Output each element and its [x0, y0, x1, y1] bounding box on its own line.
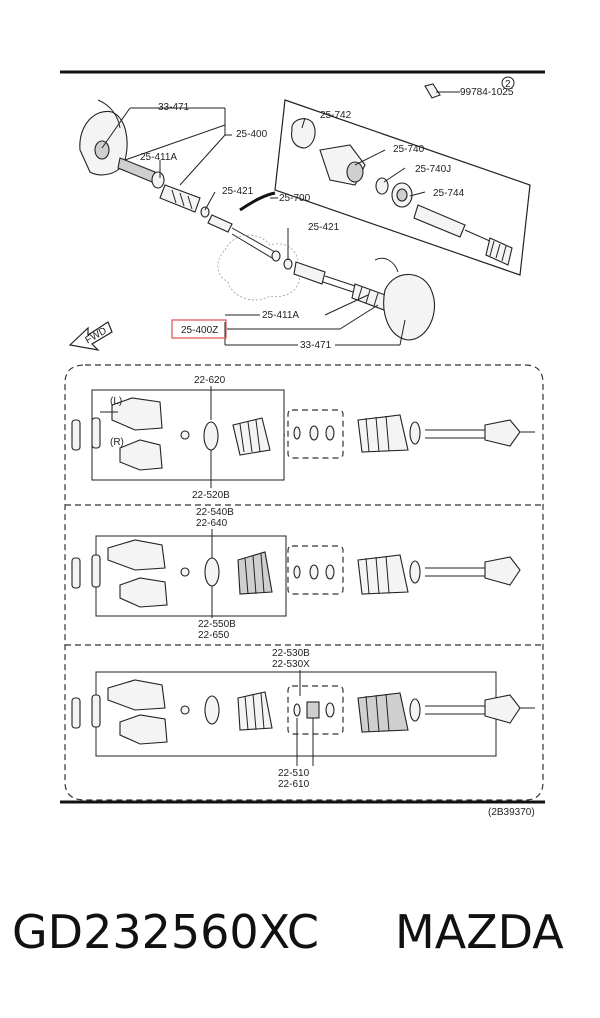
panel-2: 22-540B 22-640 22-550B 22-650	[71, 507, 521, 641]
panel3-top-callout-1: 22-530B	[272, 648, 310, 659]
right-hub	[374, 257, 436, 341]
panel1-l-label: (L)	[110, 396, 122, 407]
left-hub	[79, 99, 128, 176]
callout-33-471-top: 33-471	[158, 102, 190, 113]
callout-labels: 33-471 25-400 25-411A 25-421 25-421 25-7…	[140, 76, 515, 351]
callout-25-742: 25-742	[320, 110, 352, 121]
left-axle-shaft	[117, 157, 281, 262]
transaxle-outline	[217, 234, 301, 301]
callout-25-740: 25-740	[393, 144, 425, 155]
callout-25-400z: 25-400Z	[181, 325, 218, 336]
callout-25-400: 25-400	[236, 129, 268, 140]
variant-frame	[64, 364, 544, 801]
panel-1: (L) (R) 22-620 22-520B	[71, 375, 535, 501]
leader-lines	[101, 91, 460, 346]
bolt-part	[424, 83, 455, 99]
panel2-top-callout-1: 22-540B	[196, 507, 234, 518]
exploded-diagram: 33-471 25-400 25-411A 25-421 25-421 25-7…	[60, 70, 545, 818]
callout-25-421-b: 25-421	[308, 222, 340, 233]
callout-25-700: 25-700	[279, 193, 311, 204]
callout-25-411a-bottom: 25-411A	[262, 310, 299, 321]
callout-25-411a-top: 25-411A	[140, 152, 177, 163]
callout-2: 2	[505, 79, 511, 90]
panel3-top-callout-2: 22-530X	[272, 659, 310, 670]
callout-25-744: 25-744	[433, 188, 465, 199]
fwd-arrow-icon: FWD	[68, 321, 113, 351]
panel1-r-label: (R)	[110, 437, 124, 448]
part-number-caption: GD232560XC	[12, 905, 319, 959]
panel3-bottom-callout-1: 22-510	[278, 768, 310, 779]
panel2-bottom-callout-2: 22-650	[198, 630, 230, 641]
callout-25-740j: 25-740J	[415, 164, 451, 175]
callout-25-421-a: 25-421	[222, 186, 254, 197]
reference-code: (2B39370)	[488, 807, 535, 818]
panel1-bottom-callout: 22-520B	[192, 490, 230, 501]
intermediate-shaft-inset	[274, 99, 531, 276]
panel2-bottom-callout-1: 22-550B	[198, 619, 236, 630]
panel3-bottom-callout-2: 22-610	[278, 779, 310, 790]
panel2-top-callout-2: 22-640	[196, 518, 228, 529]
panel1-top-callout: 22-620	[194, 375, 226, 386]
panel-3: 22-530B 22-530X 22-510 22-610	[71, 648, 535, 790]
brand-caption: MAZDA	[395, 905, 564, 959]
highlight-box	[171, 319, 227, 339]
callout-2-circle	[501, 76, 515, 90]
callout-99784-1025: 99784-1025	[460, 87, 514, 98]
callout-33-471-bottom: 33-471	[300, 340, 332, 351]
